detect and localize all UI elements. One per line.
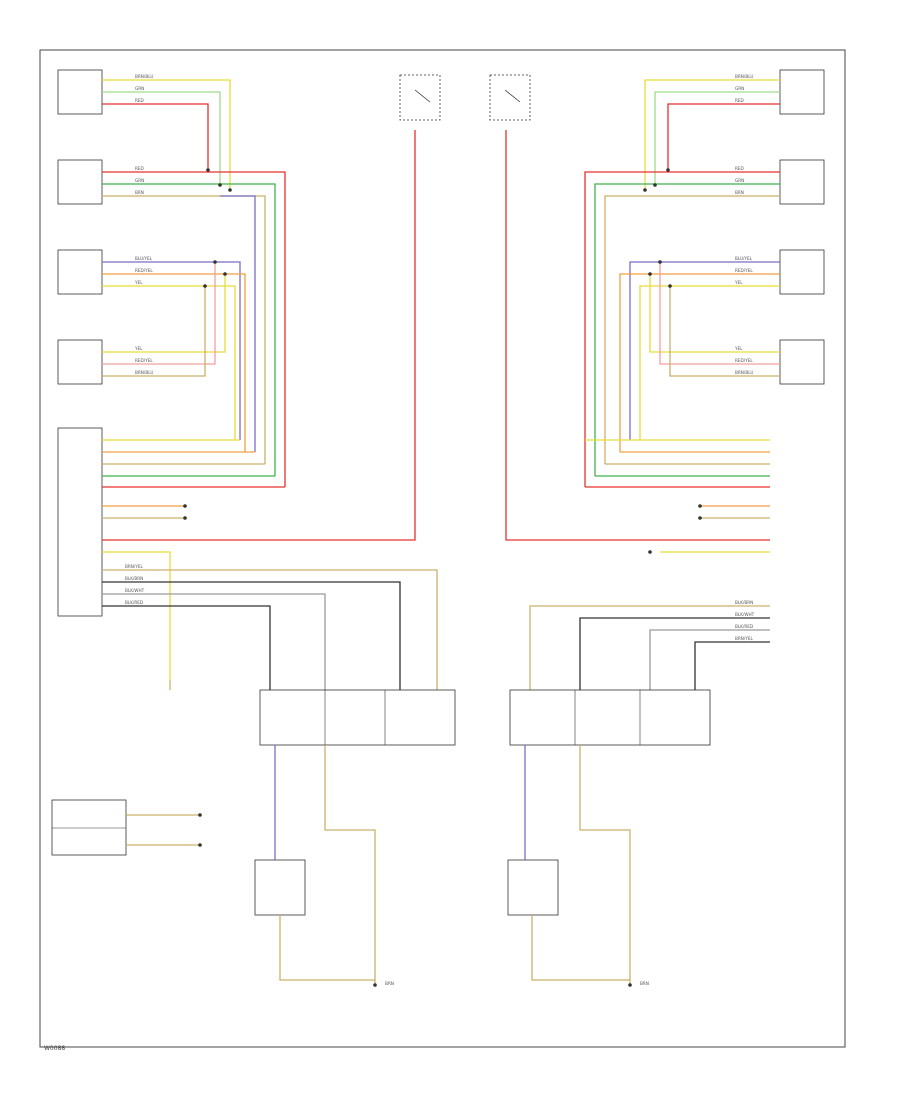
climatronic-control-module <box>51 799 127 856</box>
lower-wiring <box>126 680 631 985</box>
splice-dot <box>648 272 652 276</box>
wire-label: BLK/BRN <box>125 576 143 581</box>
wire-label: BRN/BLU <box>135 370 153 375</box>
driver-seat-back-heater-2 <box>57 339 103 385</box>
wire-label: BLK/RED <box>735 624 753 629</box>
wire-label: RED/YEL <box>135 358 153 363</box>
wire-label: BLK/BRN <box>735 600 753 605</box>
passenger-seat-components <box>779 69 825 385</box>
wire-label: BRN/YEL <box>735 636 754 641</box>
right-wiring <box>505 79 780 690</box>
wire-label: BRN/BLU <box>735 370 753 375</box>
wire-label: BRN/YEL <box>125 564 144 569</box>
splice-dot <box>648 550 652 554</box>
splice-dot <box>653 183 657 187</box>
wire-label: BLK/WHT <box>735 612 755 617</box>
passenger-seat-back-heater-1 <box>779 249 825 295</box>
splice-dot <box>643 188 647 192</box>
wire-label: BLU/YEL <box>135 256 153 261</box>
wire-label: RED/YEL <box>735 358 753 363</box>
driver-seat-ventilation-blower <box>254 859 306 916</box>
splice-dot <box>183 504 187 508</box>
splice-dot <box>668 284 672 288</box>
wire-label: GRN <box>735 178 744 183</box>
passenger-seat-ventilation-blower <box>507 859 559 916</box>
top-switches <box>399 74 531 121</box>
wire-label: YEL <box>734 346 743 351</box>
wire-label: RED <box>735 166 744 171</box>
passenger-seat-cushion-heater-2 <box>779 159 825 205</box>
passenger-seat-cushion-heater-1 <box>779 69 825 115</box>
splice-dot <box>658 260 662 264</box>
splice-points <box>183 168 702 987</box>
splice-dot <box>213 260 217 264</box>
wire-label: RED/YEL <box>735 268 753 273</box>
wire-label: BLK/RED <box>125 600 143 605</box>
wire-label: YEL <box>134 346 143 351</box>
splice-dot <box>198 813 202 817</box>
splice-dot <box>228 188 232 192</box>
driver-seat-cushion-heater-2 <box>57 159 103 205</box>
splice-dot <box>203 284 207 288</box>
wire-label: BRN <box>385 981 394 986</box>
wire-label: GRN <box>135 178 144 183</box>
wire-label: YEL <box>134 280 143 285</box>
heater-control-blocks <box>51 689 711 916</box>
wire-label: YEL <box>734 280 743 285</box>
driver-seat-back-heater-1 <box>57 249 103 295</box>
driver-seat-heater-controls <box>259 689 456 746</box>
passenger-seat-back-heater-2 <box>779 339 825 385</box>
wire-label: RED/YEL <box>135 268 153 273</box>
driver-seat-components <box>57 69 103 617</box>
splice-dot <box>218 183 222 187</box>
wire-label: RED <box>135 98 144 103</box>
splice-dot <box>666 168 670 172</box>
diagram-frame <box>39 49 846 1048</box>
wire-label: BRN <box>135 190 144 195</box>
splice-dot <box>698 516 702 520</box>
wire-label: RED <box>735 98 744 103</box>
driver-seat-heater-switch <box>399 74 441 121</box>
splice-dot <box>183 516 187 520</box>
wire-label: GRN <box>135 86 144 91</box>
wire-color-labels: BRN/BLU GRN RED RED GRN BRN BLU/YEL RED/… <box>125 74 755 986</box>
passenger-seat-heater-switch <box>489 74 531 121</box>
wire-label: BLU/YEL <box>735 256 753 261</box>
wire-label: GRN <box>735 86 744 91</box>
diagram-code: W0088 <box>44 1045 65 1052</box>
ground-dot <box>373 983 377 987</box>
splice-dot <box>206 168 210 172</box>
driver-seat-cushion-heater-1 <box>57 69 103 115</box>
passenger-seat-heater-controls <box>509 689 711 746</box>
left-wiring <box>102 79 438 690</box>
splice-dot <box>698 504 702 508</box>
wire-label: BRN/BLU <box>135 74 153 79</box>
wire-label: BRN/BLU <box>735 74 753 79</box>
splice-dot <box>223 272 227 276</box>
wire-label: BRN <box>640 981 649 986</box>
wire-label: BRN <box>735 190 744 195</box>
ground-dot <box>628 983 632 987</box>
wire-label: BLK/WHT <box>125 588 145 593</box>
wire-label: RED <box>135 166 144 171</box>
driver-seat-heater-control-module <box>57 427 103 617</box>
splice-dot <box>198 843 202 847</box>
